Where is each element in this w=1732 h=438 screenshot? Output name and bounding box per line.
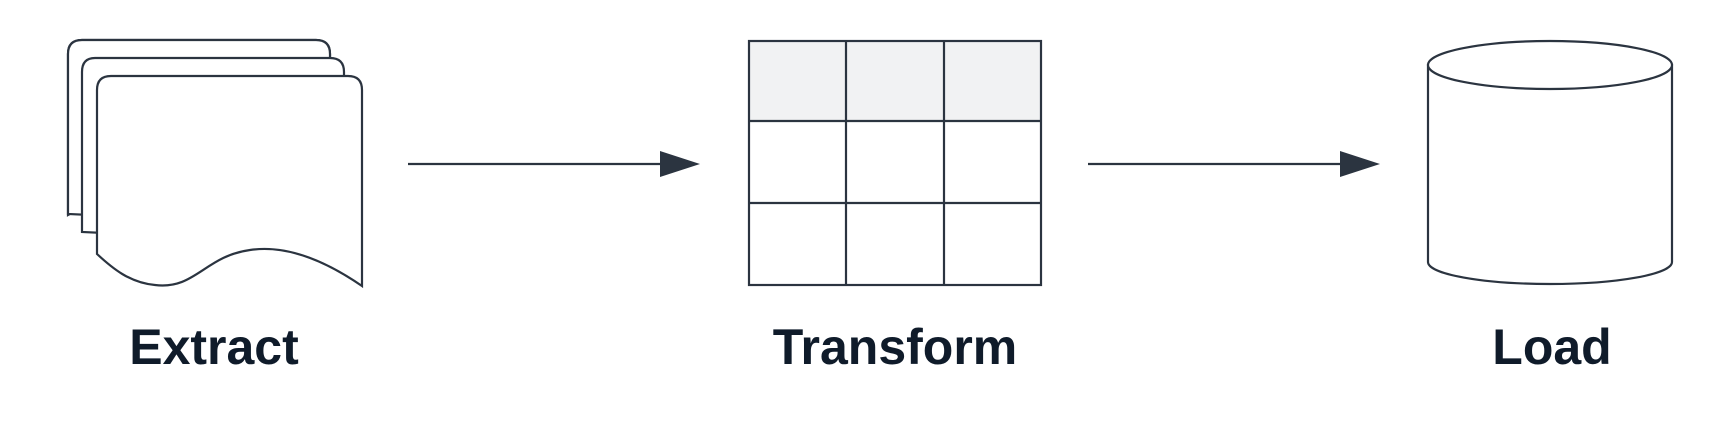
load-node: Load xyxy=(1426,39,1674,375)
cylinder-top xyxy=(1426,39,1674,91)
stacked-documents-icon xyxy=(66,38,364,289)
database-cylinder-icon xyxy=(1426,39,1674,286)
table-header-row xyxy=(749,41,1041,121)
extract-label: Extract xyxy=(129,319,299,375)
document-page-front xyxy=(95,74,364,289)
extract-node: Extract xyxy=(66,38,364,375)
table-grid-icon xyxy=(747,39,1043,287)
arrow-head-icon xyxy=(1340,151,1380,177)
edge-transform-to-load xyxy=(1088,151,1380,177)
transform-label: Transform xyxy=(773,319,1018,375)
table-outline xyxy=(747,39,1043,287)
cylinder-body xyxy=(1426,63,1674,286)
edge-extract-to-transform xyxy=(408,151,700,177)
load-label: Load xyxy=(1492,319,1611,375)
arrow-head-icon xyxy=(660,151,700,177)
transform-node: Transform xyxy=(747,39,1043,375)
